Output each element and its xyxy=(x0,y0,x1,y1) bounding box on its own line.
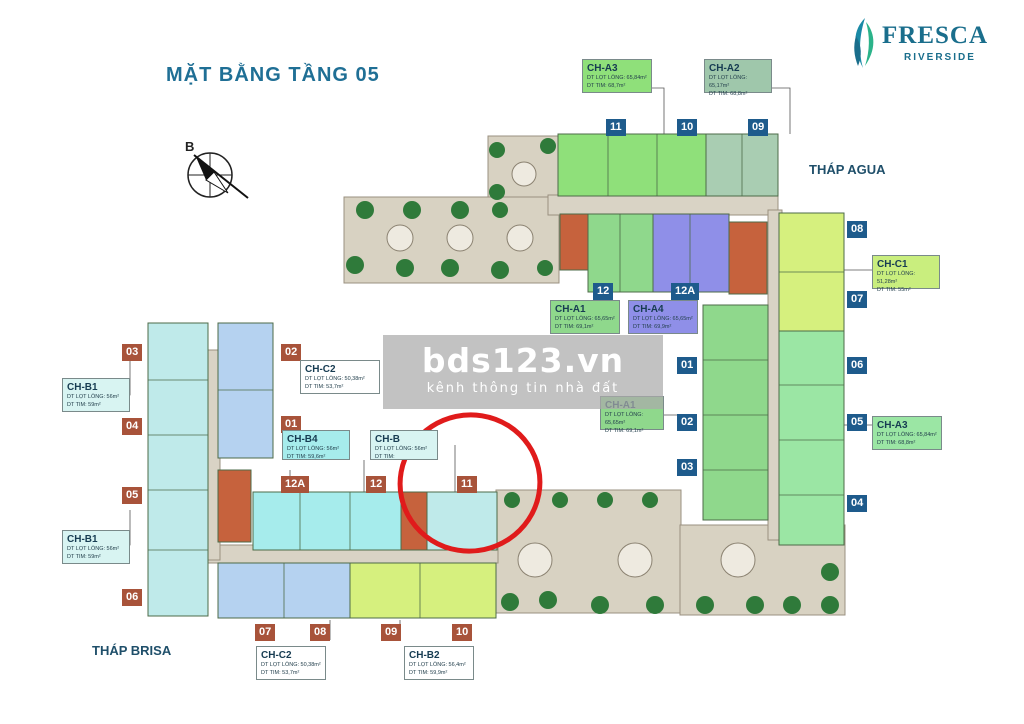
compass-label: B xyxy=(185,139,195,154)
logo: FRESCA RIVERSIDE xyxy=(848,14,1008,70)
card-title: CH-B1 xyxy=(67,534,98,545)
unit-tag-u02l: 02 xyxy=(281,344,302,361)
watermark: bds123.vn kênh thông tin nhà đất xyxy=(383,335,663,409)
unit-tag-u10b: 10 xyxy=(452,624,473,641)
unit-tag-u12Am: 12A xyxy=(671,283,700,300)
unit-tag-u12l: 12 xyxy=(366,476,387,493)
card-line: DT TIM: 55m² xyxy=(877,287,911,293)
card-title: CH-B2 xyxy=(409,650,440,661)
page-title: MẶT BẰNG TẦNG 05 xyxy=(166,64,380,86)
card-line: DT LỌT LÒNG: 65,65m² xyxy=(605,412,644,426)
highlight-circle xyxy=(397,412,543,554)
unit-tag-u04l: 04 xyxy=(122,418,143,435)
card-title: CH-A3 xyxy=(587,63,618,74)
card-line: DT TIM: 59,9m² xyxy=(409,670,448,676)
unit-tag-u01l: 01 xyxy=(281,416,302,433)
card-line: DT LỌT LÒNG: 51,28m² xyxy=(877,271,916,285)
card-line: DT TIM: 69,1m² xyxy=(605,428,644,434)
card-line: DT TIM: 53,7m² xyxy=(261,670,300,676)
unit-tag-u01c: 01 xyxy=(677,357,698,374)
unit-tag-u07b: 07 xyxy=(255,624,276,641)
card-title: CH-B4 xyxy=(287,434,318,445)
logo-subtitle: RIVERSIDE xyxy=(904,52,976,63)
leaf-icon xyxy=(854,18,874,68)
tower-agua-label: THÁP AGUA xyxy=(809,162,886,177)
compass xyxy=(187,152,249,199)
card-line: DT LỌT LÒNG: 50,38m² xyxy=(261,662,321,668)
watermark-sub: kênh thông tin nhà đất xyxy=(426,381,620,396)
card-line: DT TIM: 59m² xyxy=(67,402,101,408)
room-partitions xyxy=(148,134,844,618)
unit-tag-u08b: 08 xyxy=(310,624,331,641)
card-line: DT LỌT LÒNG: 65,65m² xyxy=(555,316,615,322)
card-title: CH-A1 xyxy=(555,304,586,315)
card-line: DT TIM: 59,6m² xyxy=(287,454,326,460)
watermark-main: bds123.vn xyxy=(421,341,625,380)
card-title: CH-C2 xyxy=(305,364,336,375)
card-line: DT TIM: 69,9m² xyxy=(633,324,672,330)
card-title: CH-C1 xyxy=(877,259,908,270)
card-line: DT LỌT LÒNG: 56m² xyxy=(287,446,340,452)
card-line: DT TIM: 68,7m² xyxy=(587,83,626,89)
unit-tag-u12m: 12 xyxy=(593,283,614,300)
unit-tag-u02c: 02 xyxy=(677,414,698,431)
unit-tag-u05l: 05 xyxy=(122,487,143,504)
card-title: CH-A3 xyxy=(877,420,908,431)
unit-tag-u06l: 06 xyxy=(122,589,143,606)
card-title: CH-A2 xyxy=(709,63,740,74)
right-block xyxy=(702,304,845,546)
unit-tag-u09t: 09 xyxy=(748,119,769,136)
unit-tag-u03l: 03 xyxy=(122,344,143,361)
palm-trees xyxy=(346,138,839,614)
logo-name: FRESCA xyxy=(882,22,989,49)
unit-tag-u05r: 05 xyxy=(847,414,868,431)
left-block xyxy=(147,322,498,619)
card-line: DT LỌT LÒNG: 65,65m² xyxy=(633,316,693,322)
card-title: CH-C2 xyxy=(261,650,292,661)
card-title: CH-B xyxy=(375,434,400,445)
card-line: DT LỌT LÒNG: 65,84m² xyxy=(877,432,937,438)
unit-tag-u08r: 08 xyxy=(847,221,868,238)
card-line: DT LỌT LÒNG: 50,38m² xyxy=(305,376,365,382)
card-line: DT TIM: 59m² xyxy=(67,554,101,560)
card-line: DT TIM: 53,7m² xyxy=(305,384,344,390)
unit-tag-u07r: 07 xyxy=(847,291,868,308)
card-line: DT LỌT LÒNG: 56m² xyxy=(67,394,120,400)
unit-tag-u09b: 09 xyxy=(381,624,402,641)
unit-tag-u06r: 06 xyxy=(847,357,868,374)
card-line: DT LỌT LÒNG: 65,84m² xyxy=(587,75,647,81)
card-line: DT TIM: xyxy=(375,454,395,460)
unit-tag-u11t: 11 xyxy=(606,119,626,136)
card-line: DT LỌT LÒNG: 56,4m² xyxy=(409,662,466,668)
card-title: CH-A4 xyxy=(633,304,664,315)
unit-tag-u04r: 04 xyxy=(847,495,868,512)
unit-tag-u12Al: 12A xyxy=(281,476,310,493)
card-line: DT TIM: 68,8m² xyxy=(709,91,748,97)
card-line: DT LỌT LÒNG: 56m² xyxy=(375,446,428,452)
unit-tag-u10t: 10 xyxy=(677,119,698,136)
garden-bottom xyxy=(495,489,846,616)
unit-tag-u03c: 03 xyxy=(677,459,698,476)
card-line: DT LỌT LÒNG: 65,17m² xyxy=(709,75,748,89)
card-title: CH-B1 xyxy=(67,382,98,393)
tower-brisa-label: THÁP BRISA xyxy=(92,643,172,658)
card-line: DT TIM: 69,1m² xyxy=(555,324,594,330)
unit-tag-u11l: 11 xyxy=(457,476,477,493)
card-line: DT LỌT LÒNG: 56m² xyxy=(67,546,120,552)
card-line: DT TIM: 68,8m² xyxy=(877,440,916,446)
